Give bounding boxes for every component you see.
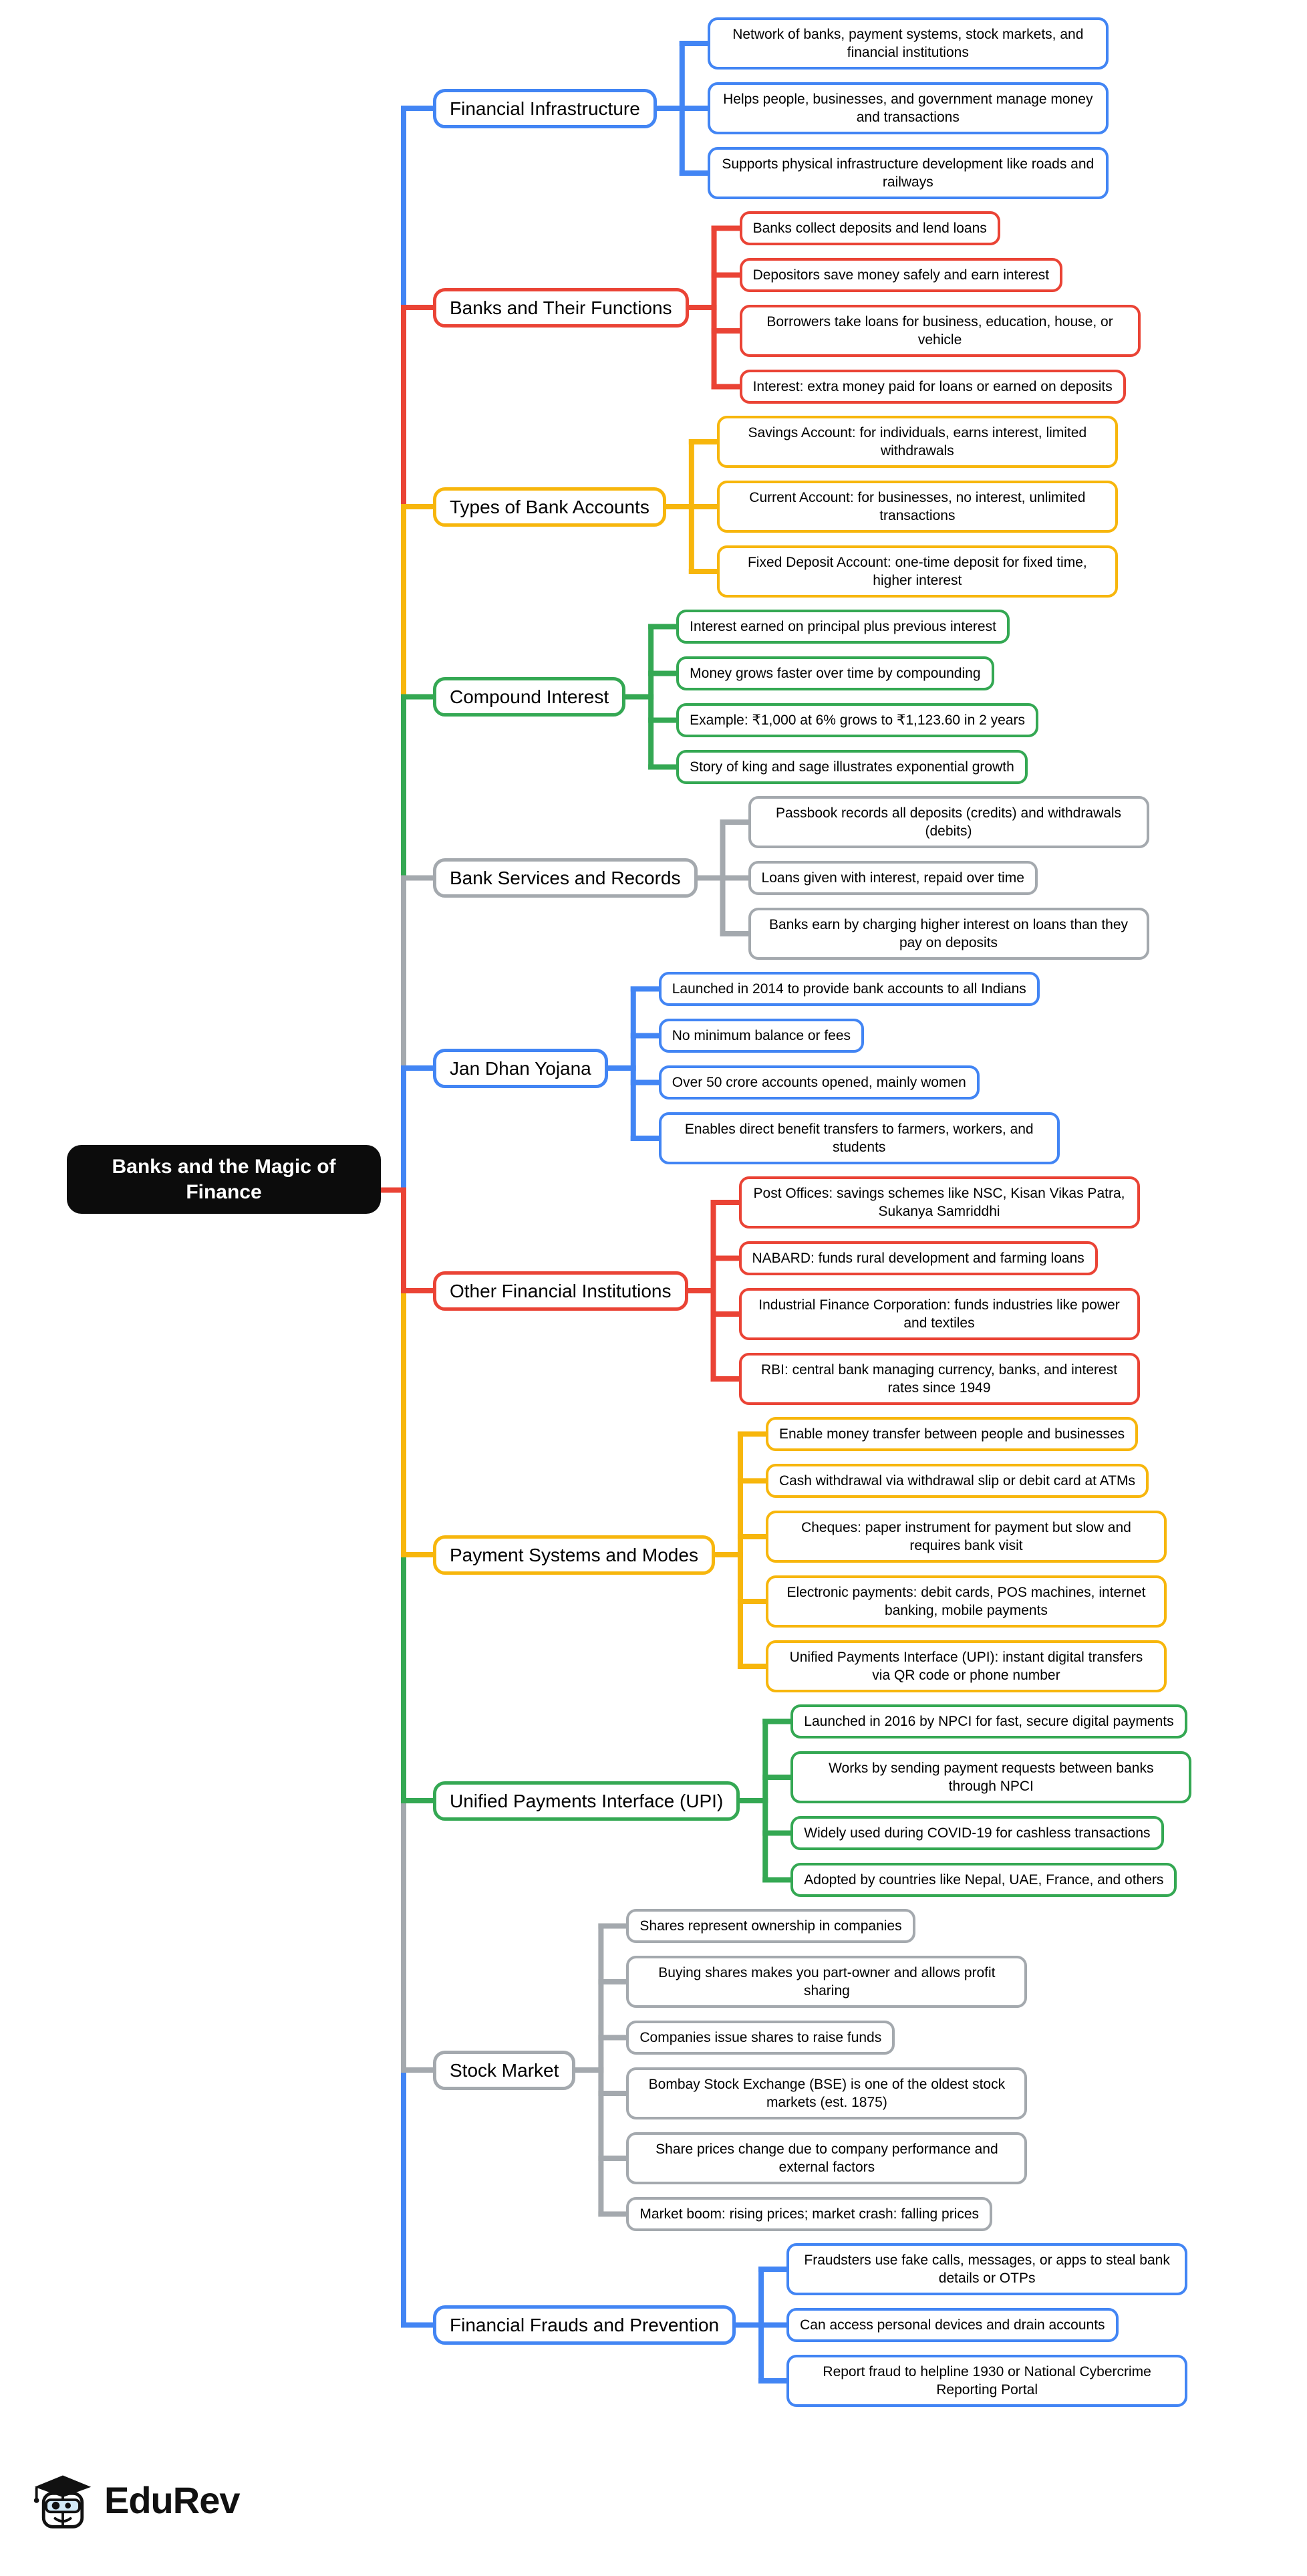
child-node: Banks earn by charging higher interest o…: [748, 908, 1149, 960]
child-node: Post Offices: savings schemes like NSC, …: [738, 1176, 1140, 1229]
branch-row: Stock Market Shares represent ownership i…: [433, 1909, 1191, 2231]
child-node: Loans given with interest, repaid over t…: [748, 861, 1038, 895]
child-node: Interest: extra money paid for loans or …: [739, 370, 1126, 404]
child-node: NABARD: funds rural development and farm…: [738, 1241, 1098, 1275]
child-node: Borrowers take loans for business, educa…: [739, 305, 1141, 357]
branch-row: Bank Services and Records Passbook record…: [433, 796, 1191, 960]
children-column: Savings Account: for individuals, earns …: [716, 416, 1118, 598]
child-node: Cash withdrawal via withdrawal slip or d…: [765, 1464, 1149, 1498]
branch-label: Compound Interest: [433, 677, 626, 717]
branch-row: Compound Interest Interest earned on prin…: [433, 610, 1191, 784]
child-node: Share prices change due to company perfo…: [626, 2132, 1028, 2184]
children-column: Launched in 2014 to provide bank account…: [658, 972, 1060, 1164]
edurev-logo: EduRev: [31, 2468, 240, 2532]
child-node: Interest earned on principal plus previo…: [676, 610, 1010, 644]
child-node: Launched in 2014 to provide bank account…: [658, 972, 1040, 1006]
branch-row: Payment Systems and Modes Enable money tr…: [433, 1417, 1191, 1692]
branches-container: Financial Infrastructure Network of banks…: [433, 17, 1192, 2407]
child-node: No minimum balance or fees: [658, 1019, 865, 1053]
branch-label: Jan Dhan Yojana: [433, 1048, 608, 1088]
children-column: Launched in 2016 by NPCI for fast, secur…: [790, 1704, 1192, 1897]
child-node: Report fraud to helpline 1930 or Nationa…: [786, 2355, 1188, 2407]
child-node: Industrial Finance Corporation: funds in…: [738, 1288, 1140, 1340]
branch-row: Other Financial Institutions Post Offices…: [433, 1176, 1191, 1405]
child-node: Enables direct benefit transfers to farm…: [658, 1112, 1060, 1164]
branch-label: Unified Payments Interface (UPI): [433, 1781, 740, 1821]
child-node: Money grows faster over time by compound…: [676, 656, 994, 690]
edurev-logo-icon: [33, 2475, 92, 2529]
child-node: Fixed Deposit Account: one-time deposit …: [716, 545, 1118, 598]
child-node: Enable money transfer between people and…: [765, 1417, 1139, 1451]
child-node: Supports physical infrastructure develop…: [707, 147, 1109, 199]
child-node: Helps people, businesses, and government…: [707, 82, 1109, 134]
children-column: Post Offices: savings schemes like NSC, …: [738, 1176, 1140, 1405]
branch-label: Banks and Their Functions: [433, 287, 689, 328]
child-node: Launched in 2016 by NPCI for fast, secur…: [790, 1704, 1187, 1738]
child-node: Cheques: paper instrument for payment bu…: [765, 1511, 1167, 1563]
child-node: Banks collect deposits and lend loans: [739, 211, 1000, 245]
branch-label: Financial Infrastructure: [433, 88, 657, 128]
branch-row: Financial Frauds and Prevention Fraudster…: [433, 2243, 1191, 2407]
child-node: Savings Account: for individuals, earns …: [716, 416, 1118, 468]
branch-label: Payment Systems and Modes: [433, 1535, 715, 1575]
branch-row: Banks and Their Functions Banks collect d…: [433, 211, 1191, 404]
branch-label: Stock Market: [433, 2050, 576, 2090]
child-node: Companies issue shares to raise funds: [626, 2021, 895, 2055]
child-node: Works by sending payment requests betwee…: [790, 1751, 1192, 1803]
branch-label: Financial Frauds and Prevention: [433, 2305, 736, 2345]
child-node: Widely used during COVID-19 for cashless…: [790, 1816, 1164, 1850]
branch-row: Types of Bank Accounts Savings Account: f…: [433, 416, 1191, 598]
root-node: Banks and the Magic of Finance: [67, 1145, 381, 1214]
child-node: Unified Payments Interface (UPI): instan…: [765, 1640, 1167, 1692]
root-label: Banks and the Magic of Finance: [112, 1156, 336, 1203]
children-column: Passbook records all deposits (credits) …: [748, 796, 1149, 960]
edurev-logo-text: EduRev: [104, 2478, 240, 2521]
child-node: Shares represent ownership in companies: [626, 1909, 915, 1943]
child-node: Network of banks, payment systems, stock…: [707, 17, 1109, 70]
child-node: RBI: central bank managing currency, ban…: [738, 1353, 1140, 1405]
children-column: Enable money transfer between people and…: [765, 1417, 1167, 1692]
child-node: Passbook records all deposits (credits) …: [748, 796, 1149, 848]
children-column: Interest earned on principal plus previo…: [676, 610, 1038, 784]
branch-row: Financial Infrastructure Network of banks…: [433, 17, 1191, 199]
child-node: Depositors save money safely and earn in…: [739, 258, 1063, 292]
child-node: Fraudsters use fake calls, messages, or …: [786, 2243, 1188, 2295]
branch-label: Types of Bank Accounts: [433, 487, 666, 527]
child-node: Market boom: rising prices; market crash…: [626, 2197, 993, 2231]
child-node: Electronic payments: debit cards, POS ma…: [765, 1575, 1167, 1628]
child-node: Current Account: for businesses, no inte…: [716, 481, 1118, 533]
child-node: Story of king and sage illustrates expon…: [676, 750, 1028, 784]
child-node: Can access personal devices and drain ac…: [786, 2308, 1119, 2342]
child-node: Bombay Stock Exchange (BSE) is one of th…: [626, 2067, 1028, 2119]
child-node: Adopted by countries like Nepal, UAE, Fr…: [790, 1863, 1177, 1897]
branch-label: Other Financial Institutions: [433, 1271, 688, 1311]
child-node: Over 50 crore accounts opened, mainly wo…: [658, 1065, 980, 1100]
children-column: Fraudsters use fake calls, messages, or …: [786, 2243, 1188, 2407]
branch-row: Unified Payments Interface (UPI) Launched…: [433, 1704, 1192, 1897]
children-column: Network of banks, payment systems, stock…: [707, 17, 1109, 199]
branch-label: Bank Services and Records: [433, 858, 698, 898]
branch-row: Jan Dhan Yojana Launched in 2014 to provi…: [433, 972, 1191, 1164]
child-node: Example: ₹1,000 at 6% grows to ₹1,123.60…: [676, 703, 1038, 737]
child-node: Buying shares makes you part-owner and a…: [626, 1956, 1028, 2008]
